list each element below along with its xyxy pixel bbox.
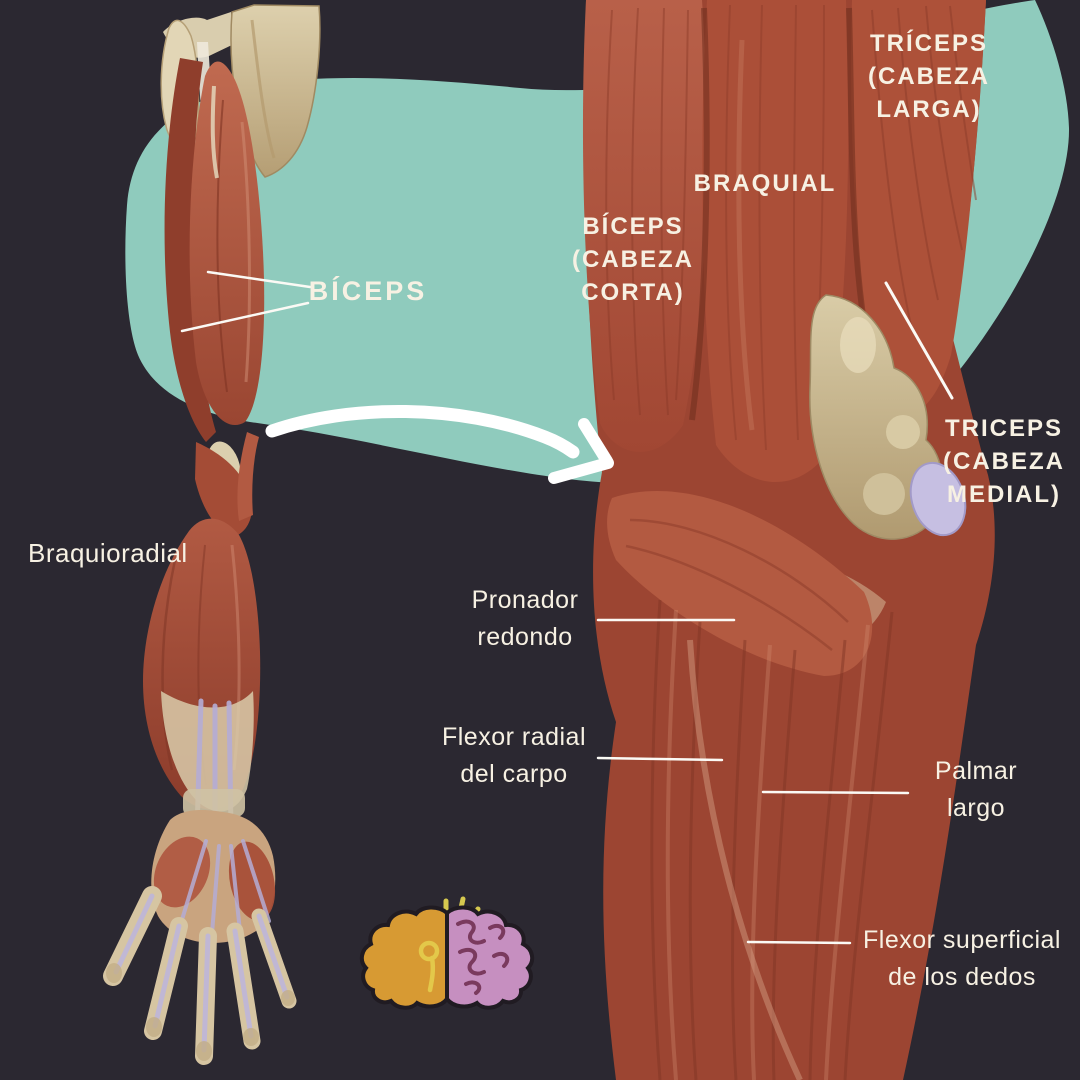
label-braquial: BRAQUIAL — [693, 170, 837, 197]
label-palmar-largo: Palmar largo — [934, 757, 1018, 822]
biceps-column — [582, 0, 707, 452]
pointer-lines — [180, 270, 954, 945]
label-triceps-cabeza-medial: TRICEPS (CABEZA MEDIAL) — [943, 415, 1065, 508]
flexor-superficial-pointer — [746, 940, 852, 945]
label-braquioradial: Braquioradial — [28, 538, 188, 568]
flexor-radial-pointer — [596, 756, 724, 762]
brain-logo — [359, 896, 535, 1010]
label-triceps-cabeza-larga: TRÍCEPS (CABEZA LARGA) — [868, 30, 990, 123]
triceps-medial-pointer — [884, 281, 954, 400]
label-flexor-radial-del-carpo: Flexor radial del carpo — [441, 723, 587, 788]
label-biceps: BÍCEPS — [308, 276, 428, 306]
curved-arrow-icon — [265, 404, 614, 484]
biceps-pointer-lower — [180, 301, 310, 333]
label-pronador-redondo: Pronador redondo — [471, 586, 579, 651]
triceps-column — [851, 0, 986, 416]
elbow-closeup-illustration — [582, 0, 995, 1080]
biceps-pointer-upper — [206, 270, 312, 289]
elbow-bursa — [909, 461, 967, 537]
left-arm-illustration — [103, 4, 321, 1065]
label-flexor-superficial-de-los-dedos: Flexor superficial de los dedos — [863, 926, 1061, 991]
palmar-pointer — [761, 790, 910, 795]
label-biceps-cabeza-corta: BÍCEPS (CABEZA CORTA) — [572, 213, 694, 306]
